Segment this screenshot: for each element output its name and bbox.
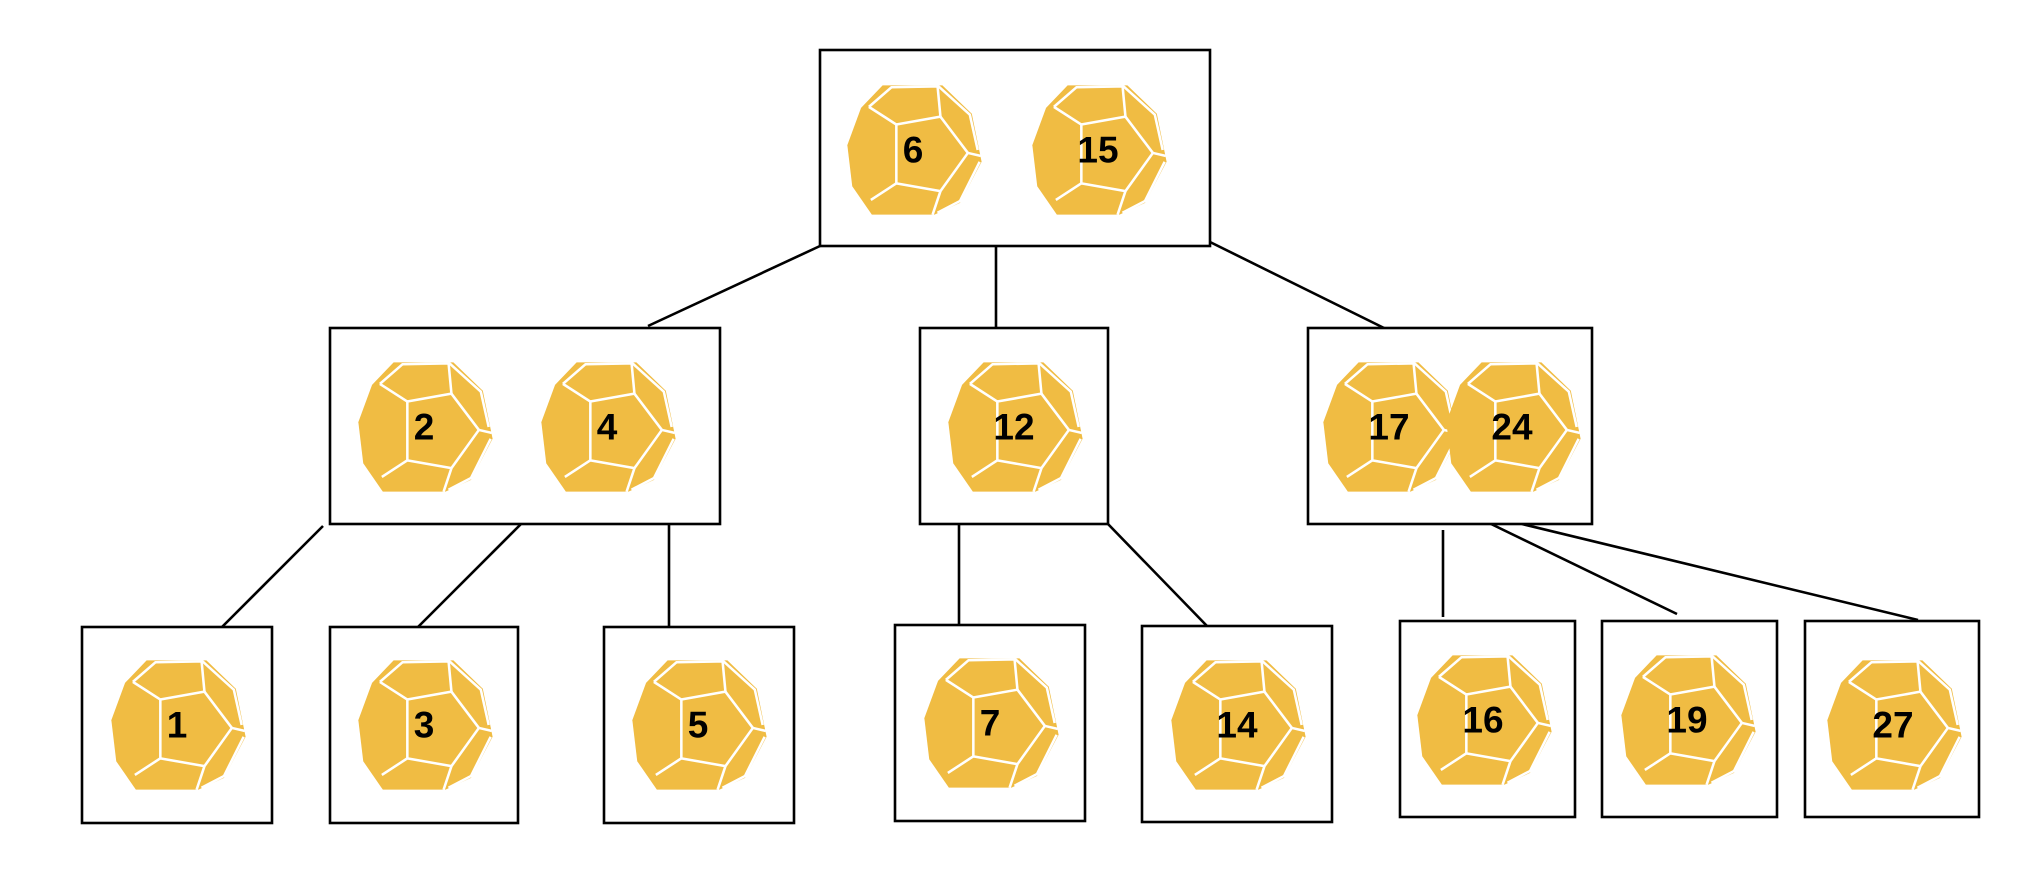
key-19: 19	[1620, 654, 1757, 786]
edge-n-17-24-to-n-27	[1521, 522, 1919, 622]
key-label: 17	[1368, 407, 1409, 448]
tree-node-n-7: 7	[893, 623, 1087, 823]
tree-node-root: 6 15	[818, 48, 1212, 248]
edge-n-2-4-to-n-3	[417, 523, 522, 628]
key-7: 7	[923, 657, 1060, 789]
key-label: 5	[688, 705, 709, 746]
tree-node-n-3: 3	[328, 625, 520, 825]
edge-n-17-24-to-n-19	[1486, 520, 1678, 616]
edges-layer	[221, 240, 1919, 628]
key-label: 12	[993, 407, 1034, 448]
key-15: 15	[1031, 84, 1168, 216]
tree-node-n-16: 16	[1398, 619, 1577, 819]
tree-node-n-19: 19	[1600, 619, 1779, 819]
key-3: 3	[357, 659, 494, 791]
key-label: 16	[1462, 700, 1503, 741]
key-2: 2	[357, 361, 494, 493]
key-label: 15	[1077, 130, 1118, 171]
key-5: 5	[631, 659, 768, 791]
key-label: 24	[1491, 407, 1533, 448]
tree-node-n-12: 12	[918, 326, 1110, 526]
key-label: 27	[1872, 705, 1913, 746]
key-label: 2	[414, 407, 435, 448]
key-17: 17	[1322, 361, 1459, 493]
key-4: 4	[540, 361, 677, 493]
key-12: 12	[947, 361, 1084, 493]
key-label: 19	[1666, 700, 1707, 741]
key-1: 1	[110, 659, 247, 791]
key-label: 6	[903, 130, 924, 171]
key-27: 27	[1826, 659, 1963, 791]
edge-root-to-n-2-4	[647, 244, 821, 328]
edge-n-12-to-n-14	[1107, 523, 1208, 627]
key-label: 7	[980, 703, 1001, 744]
edge-root-to-n-17-24	[1209, 240, 1385, 330]
key-6: 6	[846, 84, 983, 216]
key-14: 14	[1170, 659, 1307, 791]
key-label: 1	[167, 705, 188, 746]
edge-n-2-4-to-n-1	[221, 525, 324, 628]
key-16: 16	[1416, 654, 1553, 786]
tree-node-n-1: 1	[80, 625, 274, 825]
key-24: 24	[1445, 361, 1582, 493]
tree-node-n-5: 5	[602, 625, 796, 825]
tree-node-n-27: 27	[1803, 619, 1981, 819]
tree-node-n-14: 14	[1140, 624, 1334, 824]
key-label: 14	[1216, 705, 1258, 746]
key-label: 3	[414, 705, 435, 746]
key-label: 4	[597, 407, 618, 448]
